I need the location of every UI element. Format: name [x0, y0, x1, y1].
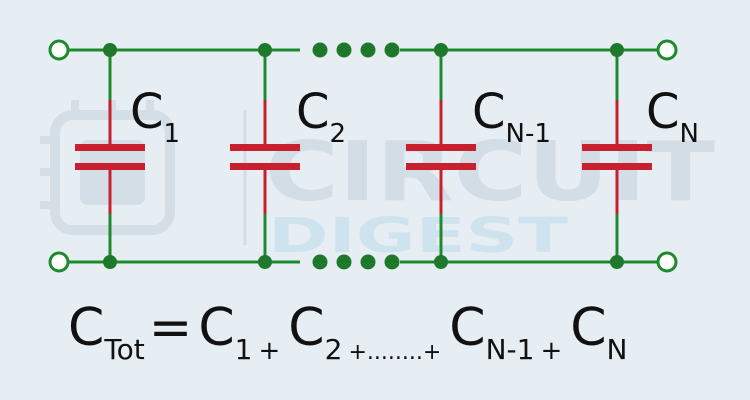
capacitor-label-n-1: CN-1 — [472, 84, 551, 149]
terminals — [48, 39, 678, 273]
watermark-line2: DIGEST — [268, 208, 568, 264]
capacitor-plate-bottom — [230, 163, 300, 170]
capacitor-branch-n-1 — [406, 50, 476, 262]
total-capacitance-formula: CTot=C1+C2+........+CN-1+CN — [68, 298, 628, 366]
chip-logo — [40, 100, 175, 235]
capacitor-plate-top — [406, 144, 476, 151]
terminal-top-left — [48, 39, 70, 61]
terminal-bottom-left — [48, 251, 70, 273]
junction-node — [434, 43, 448, 57]
formula-term-4-letter: C — [570, 298, 606, 358]
terminal-bottom-right — [656, 251, 678, 273]
capacitor-plate-top — [75, 144, 145, 151]
formula-term-2-sub: 2 — [325, 333, 343, 366]
junction-node — [103, 255, 117, 269]
capacitor-labels: C1 C2 CN-1 CN — [130, 84, 699, 149]
formula-total-sub: Tot — [103, 333, 144, 366]
capacitor-label-1: C1 — [130, 84, 180, 149]
capacitor-plate-bottom — [406, 163, 476, 170]
junction-node — [434, 255, 448, 269]
formula-equals: = — [149, 298, 193, 358]
junction-node — [258, 255, 272, 269]
capacitor-plate-bottom — [582, 163, 652, 170]
watermark-line1: CIRCUIT — [265, 125, 715, 220]
watermark: CIRCUIT DIGEST — [40, 100, 715, 264]
formula-term-4-sub: N — [607, 333, 628, 366]
formula-term-1-letter: C — [198, 298, 234, 358]
formula-term-1-sub: 1 — [235, 333, 253, 366]
terminal-top-right — [656, 39, 678, 61]
formula-term-1-sep: + — [259, 336, 281, 366]
capacitor-plate-top — [582, 144, 652, 151]
continuation-dots-top — [312, 42, 400, 58]
capacitor-branch-1 — [75, 50, 145, 262]
capacitor-plate-top — [230, 144, 300, 151]
formula-term-3-letter: C — [449, 298, 485, 358]
formula-term-3-sep: + — [540, 336, 562, 366]
capacitor-label-2: C2 — [296, 84, 346, 149]
junction-node — [610, 43, 624, 57]
formula-term-3-sub: N-1 — [486, 333, 535, 366]
formula-term-2-letter: C — [288, 298, 324, 358]
junction-node — [610, 255, 624, 269]
formula-term-2-sep: +........+ — [348, 340, 441, 365]
junction-nodes — [103, 43, 624, 269]
capacitor-label-n: CN — [646, 84, 699, 149]
junction-node — [258, 43, 272, 57]
capacitor-branch-2 — [230, 50, 300, 262]
junction-node — [103, 43, 117, 57]
continuation-dots-bottom — [312, 254, 400, 270]
capacitor-branch-n — [582, 50, 652, 262]
capacitor-plate-bottom — [75, 163, 145, 170]
formula-total-letter: C — [68, 298, 104, 358]
